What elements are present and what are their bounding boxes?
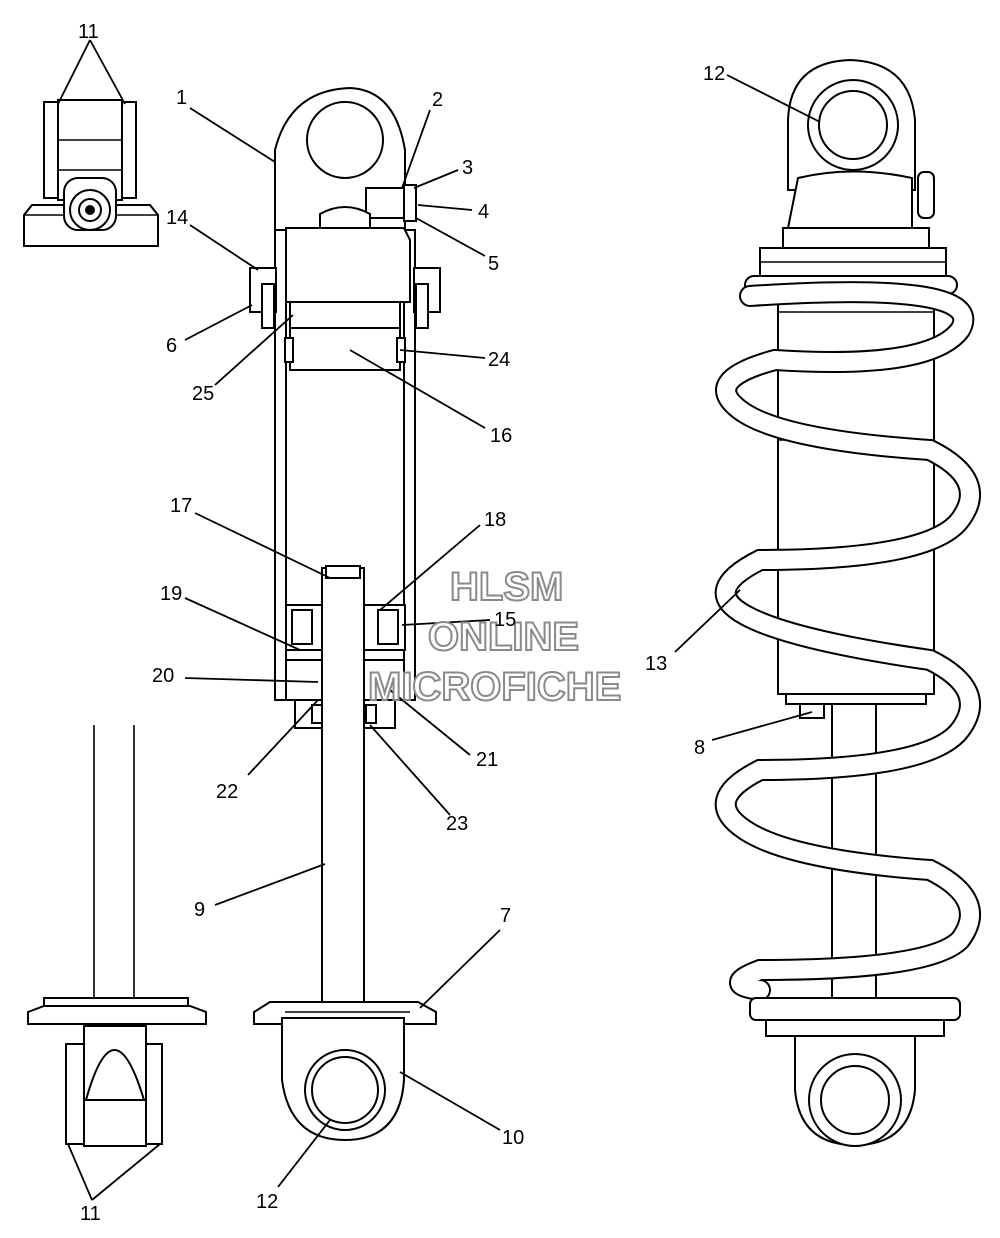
callout-16: 16 <box>490 425 512 447</box>
callout-19: 19 <box>160 583 182 605</box>
shock-assembly-view <box>714 58 981 1147</box>
callout-12-top: 12 <box>703 63 725 85</box>
bottom-rod-end-view <box>27 725 207 1147</box>
callout-17: 17 <box>170 495 192 517</box>
callout-11-top: 11 <box>78 21 99 43</box>
callout-12-bottom: 12 <box>256 1191 278 1213</box>
callout-4: 4 <box>478 201 489 223</box>
callout-25: 25 <box>192 383 214 405</box>
watermark: HLSM ONLINE MICROFICHE <box>367 564 622 710</box>
watermark-line-2: ONLINE <box>428 615 579 659</box>
callout-11-bottom: 11 <box>80 1203 101 1225</box>
callout-5: 5 <box>488 253 499 275</box>
callout-2: 2 <box>432 89 443 111</box>
callout-3: 3 <box>462 157 473 179</box>
callout-1: 1 <box>176 87 187 109</box>
callout-24: 24 <box>488 349 510 371</box>
top-eye-end-view <box>23 99 159 247</box>
callout-15: 15 <box>494 609 516 631</box>
callout-labels: 11 11 1 2 3 4 5 14 6 25 24 16 17 18 19 1… <box>78 21 725 1225</box>
shock-section-view <box>249 86 441 1142</box>
leader-lines <box>57 39 821 1201</box>
watermark-line-3: MICROFICHE <box>368 665 621 709</box>
callout-7: 7 <box>500 905 511 927</box>
callout-6: 6 <box>166 335 177 357</box>
callout-10: 10 <box>502 1127 524 1149</box>
callout-18: 18 <box>484 509 506 531</box>
watermark-line-1: HLSM <box>450 565 563 609</box>
callout-13: 13 <box>645 653 667 675</box>
callout-8: 8 <box>694 737 705 759</box>
callout-21: 21 <box>476 749 498 771</box>
callout-22: 22 <box>216 781 238 803</box>
callout-20: 20 <box>152 665 174 687</box>
callout-9: 9 <box>194 899 205 921</box>
callout-14: 14 <box>166 207 188 229</box>
callout-23: 23 <box>446 813 468 835</box>
